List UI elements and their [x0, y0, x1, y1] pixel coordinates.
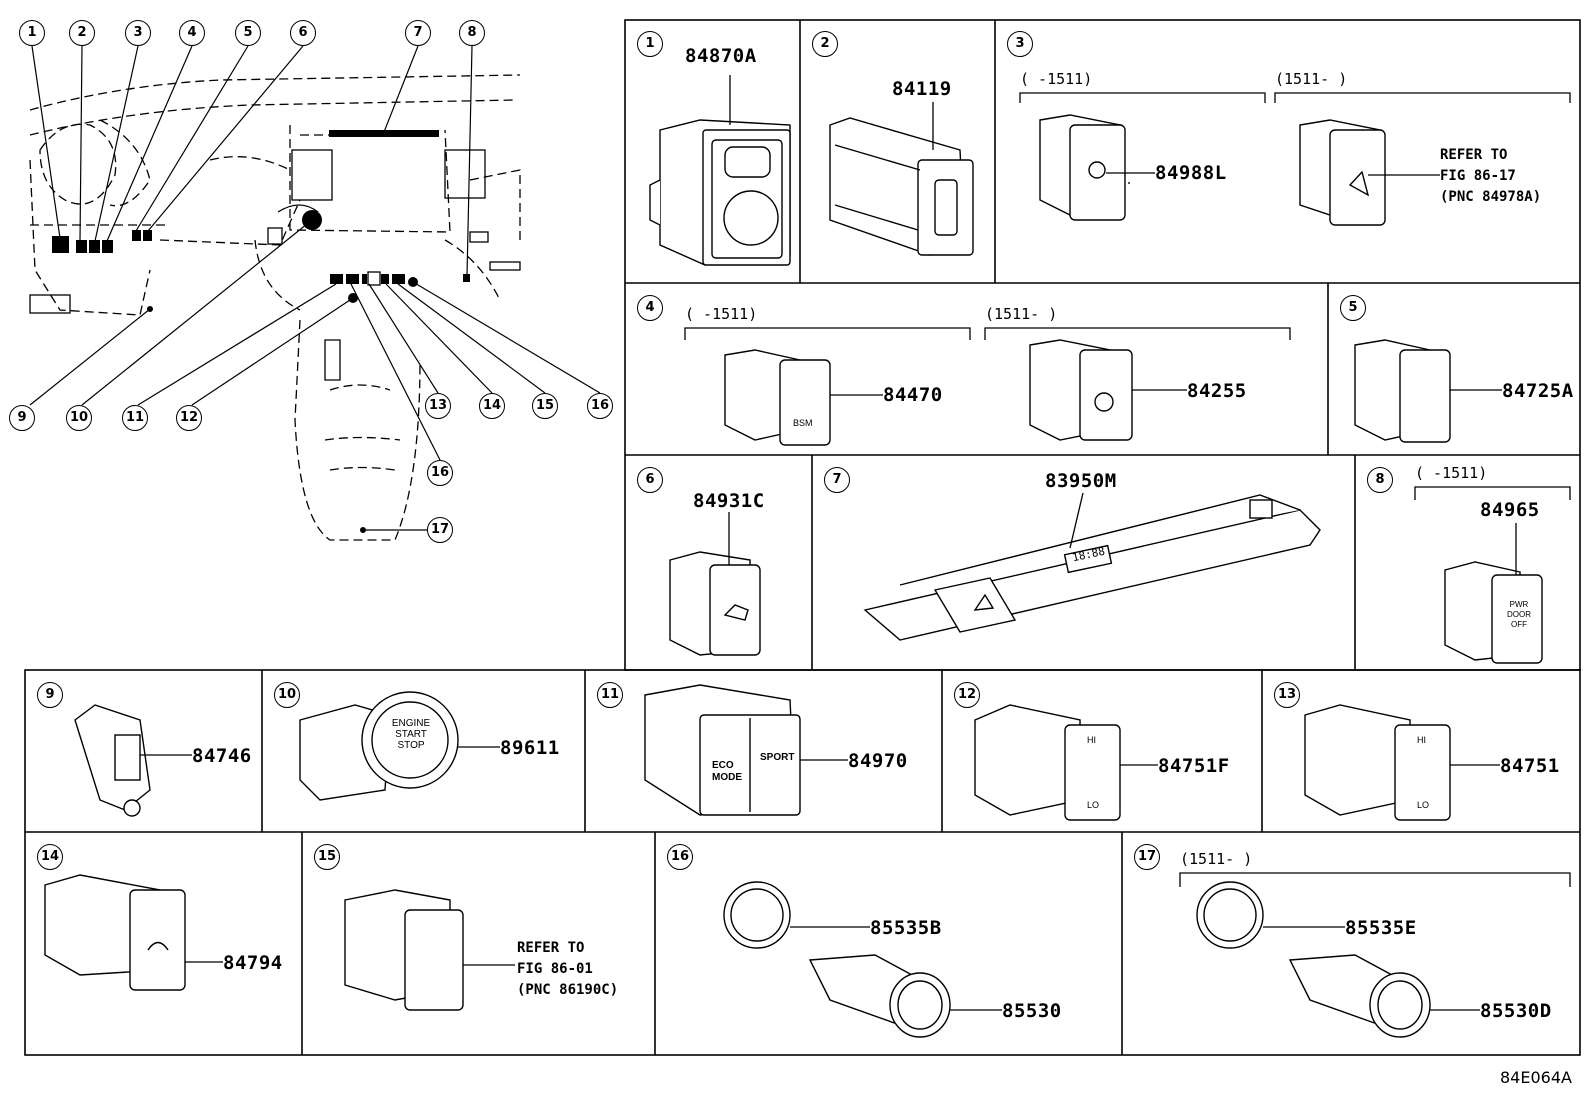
callout-10: 10 — [66, 405, 92, 431]
callout-11: 11 — [122, 405, 148, 431]
part-number-84751: 84751 — [1500, 755, 1560, 777]
callout-9: 9 — [9, 405, 35, 431]
seat-hi-label-12: HI — [1087, 735, 1096, 745]
cell-num-3: 3 — [1007, 31, 1033, 57]
refer-note-15-line-2: FIG 86-01 — [517, 961, 593, 977]
callout-14: 14 — [479, 393, 505, 419]
start-stop-line-1: ENGINE — [391, 718, 431, 729]
part-number-84725A: 84725A — [1502, 380, 1574, 402]
cell-num-9: 9 — [37, 682, 63, 708]
part-number-84970: 84970 — [848, 750, 908, 772]
cell-num-10: 10 — [274, 682, 300, 708]
part-number-85530: 85530 — [1002, 1000, 1062, 1022]
cell-num-17: 17 — [1134, 844, 1160, 870]
date-range-3a: ( -1511) — [1020, 70, 1093, 88]
callout-2: 2 — [69, 20, 95, 46]
date-range-4b: (1511- ) — [985, 305, 1058, 323]
seat-hi-label-13: HI — [1417, 735, 1426, 745]
cell-num-4: 4 — [637, 295, 663, 321]
cell-num-11: 11 — [597, 682, 623, 708]
start-stop-label: ENGINE START STOP — [385, 718, 437, 751]
eco-line-1: ECO — [712, 760, 734, 771]
callout-3: 3 — [125, 20, 151, 46]
pwr-line-1: PWR — [1509, 600, 1529, 609]
cell-num-6: 6 — [637, 467, 663, 493]
callout-7: 7 — [405, 20, 431, 46]
cell-num-14: 14 — [37, 844, 63, 870]
start-stop-line-3: STOP — [397, 740, 425, 751]
seat-lo-label-12: LO — [1087, 800, 1100, 810]
start-stop-line-2: START — [395, 729, 427, 740]
part-number-85535E: 85535E — [1345, 917, 1417, 939]
sport-label: SPORT — [760, 752, 795, 763]
cell-num-15: 15 — [314, 844, 340, 870]
callout-4: 4 — [179, 20, 205, 46]
callout-16: 16 — [587, 393, 613, 419]
cell-num-13: 13 — [1274, 682, 1300, 708]
callout-12: 12 — [176, 405, 202, 431]
figure-id: 84E064A — [1500, 1068, 1572, 1087]
date-range-4a: ( -1511) — [685, 305, 758, 323]
part-number-84751F: 84751F — [1158, 755, 1230, 777]
part-number-84746: 84746 — [192, 745, 252, 767]
callout-6: 6 — [290, 20, 316, 46]
refer-note-cell-3: REFER TO FIG 86-17 (PNC 84978A) — [1440, 145, 1541, 208]
part-number-84119: 84119 — [892, 78, 952, 100]
cell-num-8: 8 — [1367, 467, 1393, 493]
callout-1: 1 — [19, 20, 45, 46]
part-number-85535B: 85535B — [870, 917, 942, 939]
callout-15: 15 — [532, 393, 558, 419]
date-range-8a: ( -1511) — [1415, 464, 1488, 482]
refer-note-3-line-1: REFER TO — [1440, 147, 1508, 163]
date-range-17b: (1511- ) — [1180, 850, 1253, 868]
part-number-84988L: 84988L — [1155, 162, 1227, 184]
part-number-85530D: 85530D — [1480, 1000, 1552, 1022]
part-number-89611: 89611 — [500, 737, 560, 759]
refer-note-cell-15: REFER TO FIG 86-01 (PNC 86190C) — [517, 938, 618, 1001]
callout-8: 8 — [459, 20, 485, 46]
cell-num-16: 16 — [667, 844, 693, 870]
part-number-84470: 84470 — [883, 384, 943, 406]
pwr-line-3: OFF — [1511, 620, 1527, 629]
part-number-83950M: 83950M — [1045, 470, 1117, 492]
callout-5: 5 — [235, 20, 261, 46]
seat-lo-label-13: LO — [1417, 800, 1430, 810]
cell-num-5: 5 — [1340, 295, 1366, 321]
part-number-84965: 84965 — [1480, 499, 1540, 521]
eco-line-2: MODE — [712, 772, 742, 783]
refer-note-3-line-2: FIG 86-17 — [1440, 168, 1516, 184]
cell-num-2: 2 — [812, 31, 838, 57]
eco-mode-label: ECO MODE — [712, 760, 742, 784]
callout-13: 13 — [425, 393, 451, 419]
cell-num-7: 7 — [824, 467, 850, 493]
cell-num-12: 12 — [954, 682, 980, 708]
pwr-line-2: DOOR — [1507, 610, 1531, 619]
part-number-84255: 84255 — [1187, 380, 1247, 402]
part-number-84870A: 84870A — [685, 45, 757, 67]
date-range-3b: (1511- ) — [1275, 70, 1348, 88]
callout-17: 17 — [427, 517, 453, 543]
refer-note-15-line-3: (PNC 86190C) — [517, 982, 619, 998]
part-number-84794: 84794 — [223, 952, 283, 974]
cell-num-1: 1 — [637, 31, 663, 57]
callout-16-lower: 16 — [427, 460, 453, 486]
refer-note-15-line-1: REFER TO — [517, 940, 585, 956]
bsm-label: BSM — [793, 418, 813, 428]
pwr-door-label: PWR DOOR OFF — [1505, 600, 1533, 630]
refer-note-3-line-3: (PNC 84978A) — [1440, 189, 1542, 205]
part-number-84931C: 84931C — [693, 490, 765, 512]
